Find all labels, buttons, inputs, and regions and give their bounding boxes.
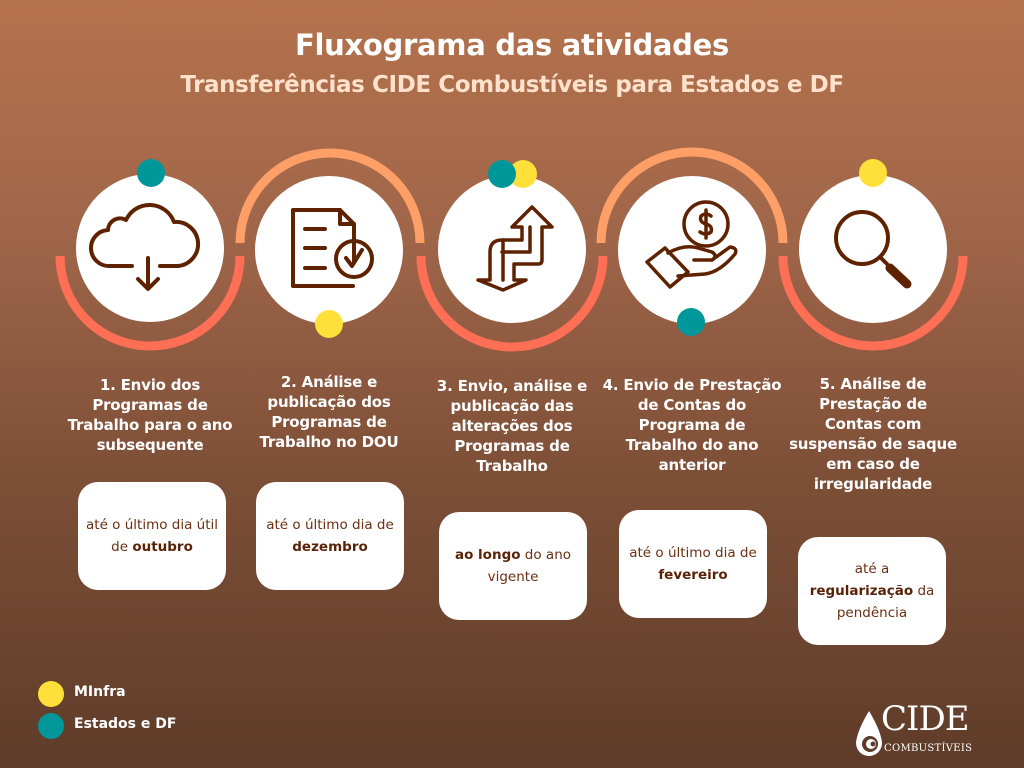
- step-3-circle: [438, 175, 586, 323]
- page-title: Fluxograma das atividades: [295, 28, 729, 62]
- logo-main-text: CIDE: [881, 699, 970, 739]
- step-2-minfra-dot: [315, 310, 343, 338]
- droplet-logo-icon: [856, 711, 882, 756]
- logo-sub-text: COMBUSTÍVEIS: [884, 743, 973, 754]
- step-2-title: 2. Análise e publicação dos Programas de…: [234, 372, 424, 452]
- arc-step-3: [416, 255, 608, 352]
- arc-step-4: [596, 147, 788, 244]
- title-line: Trabalho para o ano: [67, 416, 233, 434]
- step-4-title: 4. Envio de Prestação de Contas do Progr…: [597, 375, 787, 475]
- title-line: 4. Envio de Prestação: [602, 376, 782, 394]
- deadline-text: até a regularização da pendência: [809, 561, 935, 621]
- step-3-minfra-dot: [509, 160, 537, 188]
- legend-label: MInfra: [74, 684, 126, 700]
- title-line: de Contas do: [637, 396, 747, 414]
- deadline-text: até o último dia de fevereiro: [629, 545, 757, 583]
- title-line: em caso de: [826, 455, 920, 473]
- document-check-icon: [291, 208, 374, 288]
- arc-step-2: [235, 148, 425, 244]
- title-line: Programas de: [92, 396, 208, 414]
- title-line: Trabalho do ano: [625, 436, 759, 454]
- step-4-deadline-card: até o último dia de fevereiro: [619, 510, 767, 618]
- hand-coin-icon: [645, 200, 738, 289]
- title-line: Contas com: [824, 415, 922, 433]
- deadline-text: ao longo do ano vigente: [454, 547, 572, 585]
- step-5-minfra-dot: [859, 159, 887, 187]
- step-3-deadline-card: ao longo do ano vigente: [439, 512, 587, 620]
- title-line: anterior: [658, 456, 726, 474]
- title-line: Prestação de: [819, 395, 927, 413]
- step-2-deadline-card: até o último dia de dezembro: [256, 482, 404, 590]
- title-line: 5. Análise de: [819, 375, 927, 393]
- title-line: Trabalho: [476, 457, 548, 475]
- title-line: Programa de: [638, 416, 746, 434]
- step-1-estados-dot: [137, 159, 165, 187]
- cide-logo: CIDE COMBUSTÍVEIS: [853, 699, 993, 760]
- step-3-title: 3. Envio, análise e publicação das alter…: [417, 376, 607, 476]
- title-line: subsequente: [96, 436, 204, 454]
- arc-step-1: [55, 255, 245, 351]
- flow-diagram: [55, 147, 968, 352]
- step-5-title: 5. Análise de Prestação de Contas com su…: [778, 374, 968, 494]
- step-1-deadline-card: até o último dia útil de outubro: [78, 482, 226, 590]
- title-line: publicação das: [450, 397, 574, 415]
- title-line: publicação dos: [267, 393, 391, 411]
- title-line: 2. Análise e: [280, 373, 378, 391]
- title-line: alterações dos: [451, 417, 573, 435]
- page-subtitle: Transferências CIDE Combustíveis para Es…: [180, 72, 844, 98]
- title-line: suspensão de saque: [789, 435, 957, 453]
- step-5-circle: [799, 175, 947, 323]
- step-2-circle: [255, 176, 403, 324]
- cloud-download-icon: [88, 202, 201, 291]
- minfra-dot-icon: [38, 681, 64, 707]
- title-line: Programas de: [271, 413, 387, 431]
- step-1-title: 1. Envio dos Programas de Trabalho para …: [55, 375, 245, 455]
- title-line: 1. Envio dos: [99, 376, 201, 394]
- arc-step-5: [778, 255, 968, 351]
- step-4-estados-dot: [677, 308, 705, 336]
- title-line: 3. Envio, análise e: [436, 377, 588, 395]
- legend-label: Estados e DF: [74, 716, 177, 732]
- step-1-circle: [76, 174, 224, 322]
- title-line: Programas de: [454, 437, 570, 455]
- deadline-text: até o último dia útil de outubro: [86, 517, 219, 555]
- step-5-deadline-card: até a regularização da pendência: [798, 537, 946, 645]
- step-4-circle: [618, 176, 766, 324]
- estados-dot-icon: [38, 713, 64, 739]
- exchange-arrows-icon: [476, 205, 554, 292]
- deadline-text: até o último dia de dezembro: [266, 517, 394, 555]
- magnifier-icon: [834, 210, 912, 289]
- title-line: Trabalho no DOU: [259, 433, 399, 451]
- title-line: irregularidade: [813, 475, 933, 493]
- step-3-estados-dot: [488, 160, 516, 188]
